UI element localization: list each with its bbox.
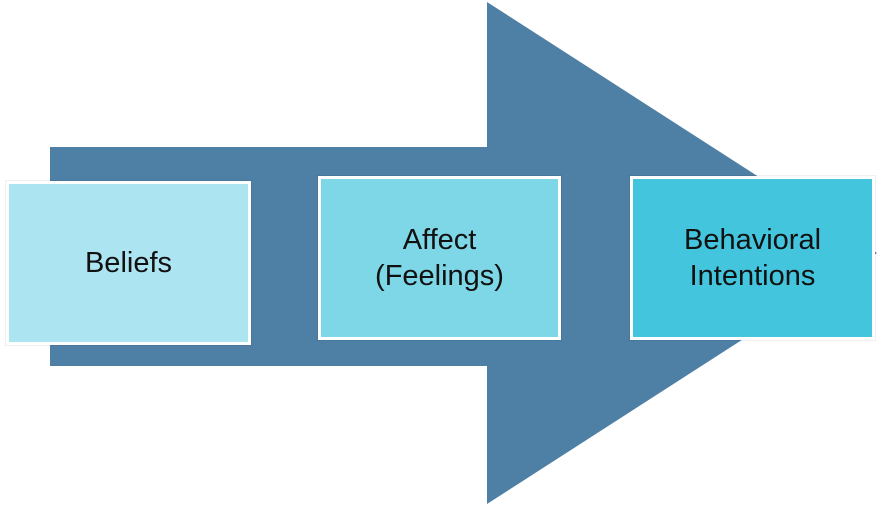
box-beliefs: Beliefs: [6, 181, 251, 345]
box-affect-feelings-label: Affect (Feelings): [375, 223, 504, 292]
box-behavioral-intentions-label: Behavioral Intentions: [683, 223, 822, 292]
box-beliefs-label: Beliefs: [84, 246, 173, 279]
box-affect-feelings: Affect (Feelings): [318, 176, 561, 340]
box-behavioral-intentions: Behavioral Intentions: [630, 176, 875, 340]
